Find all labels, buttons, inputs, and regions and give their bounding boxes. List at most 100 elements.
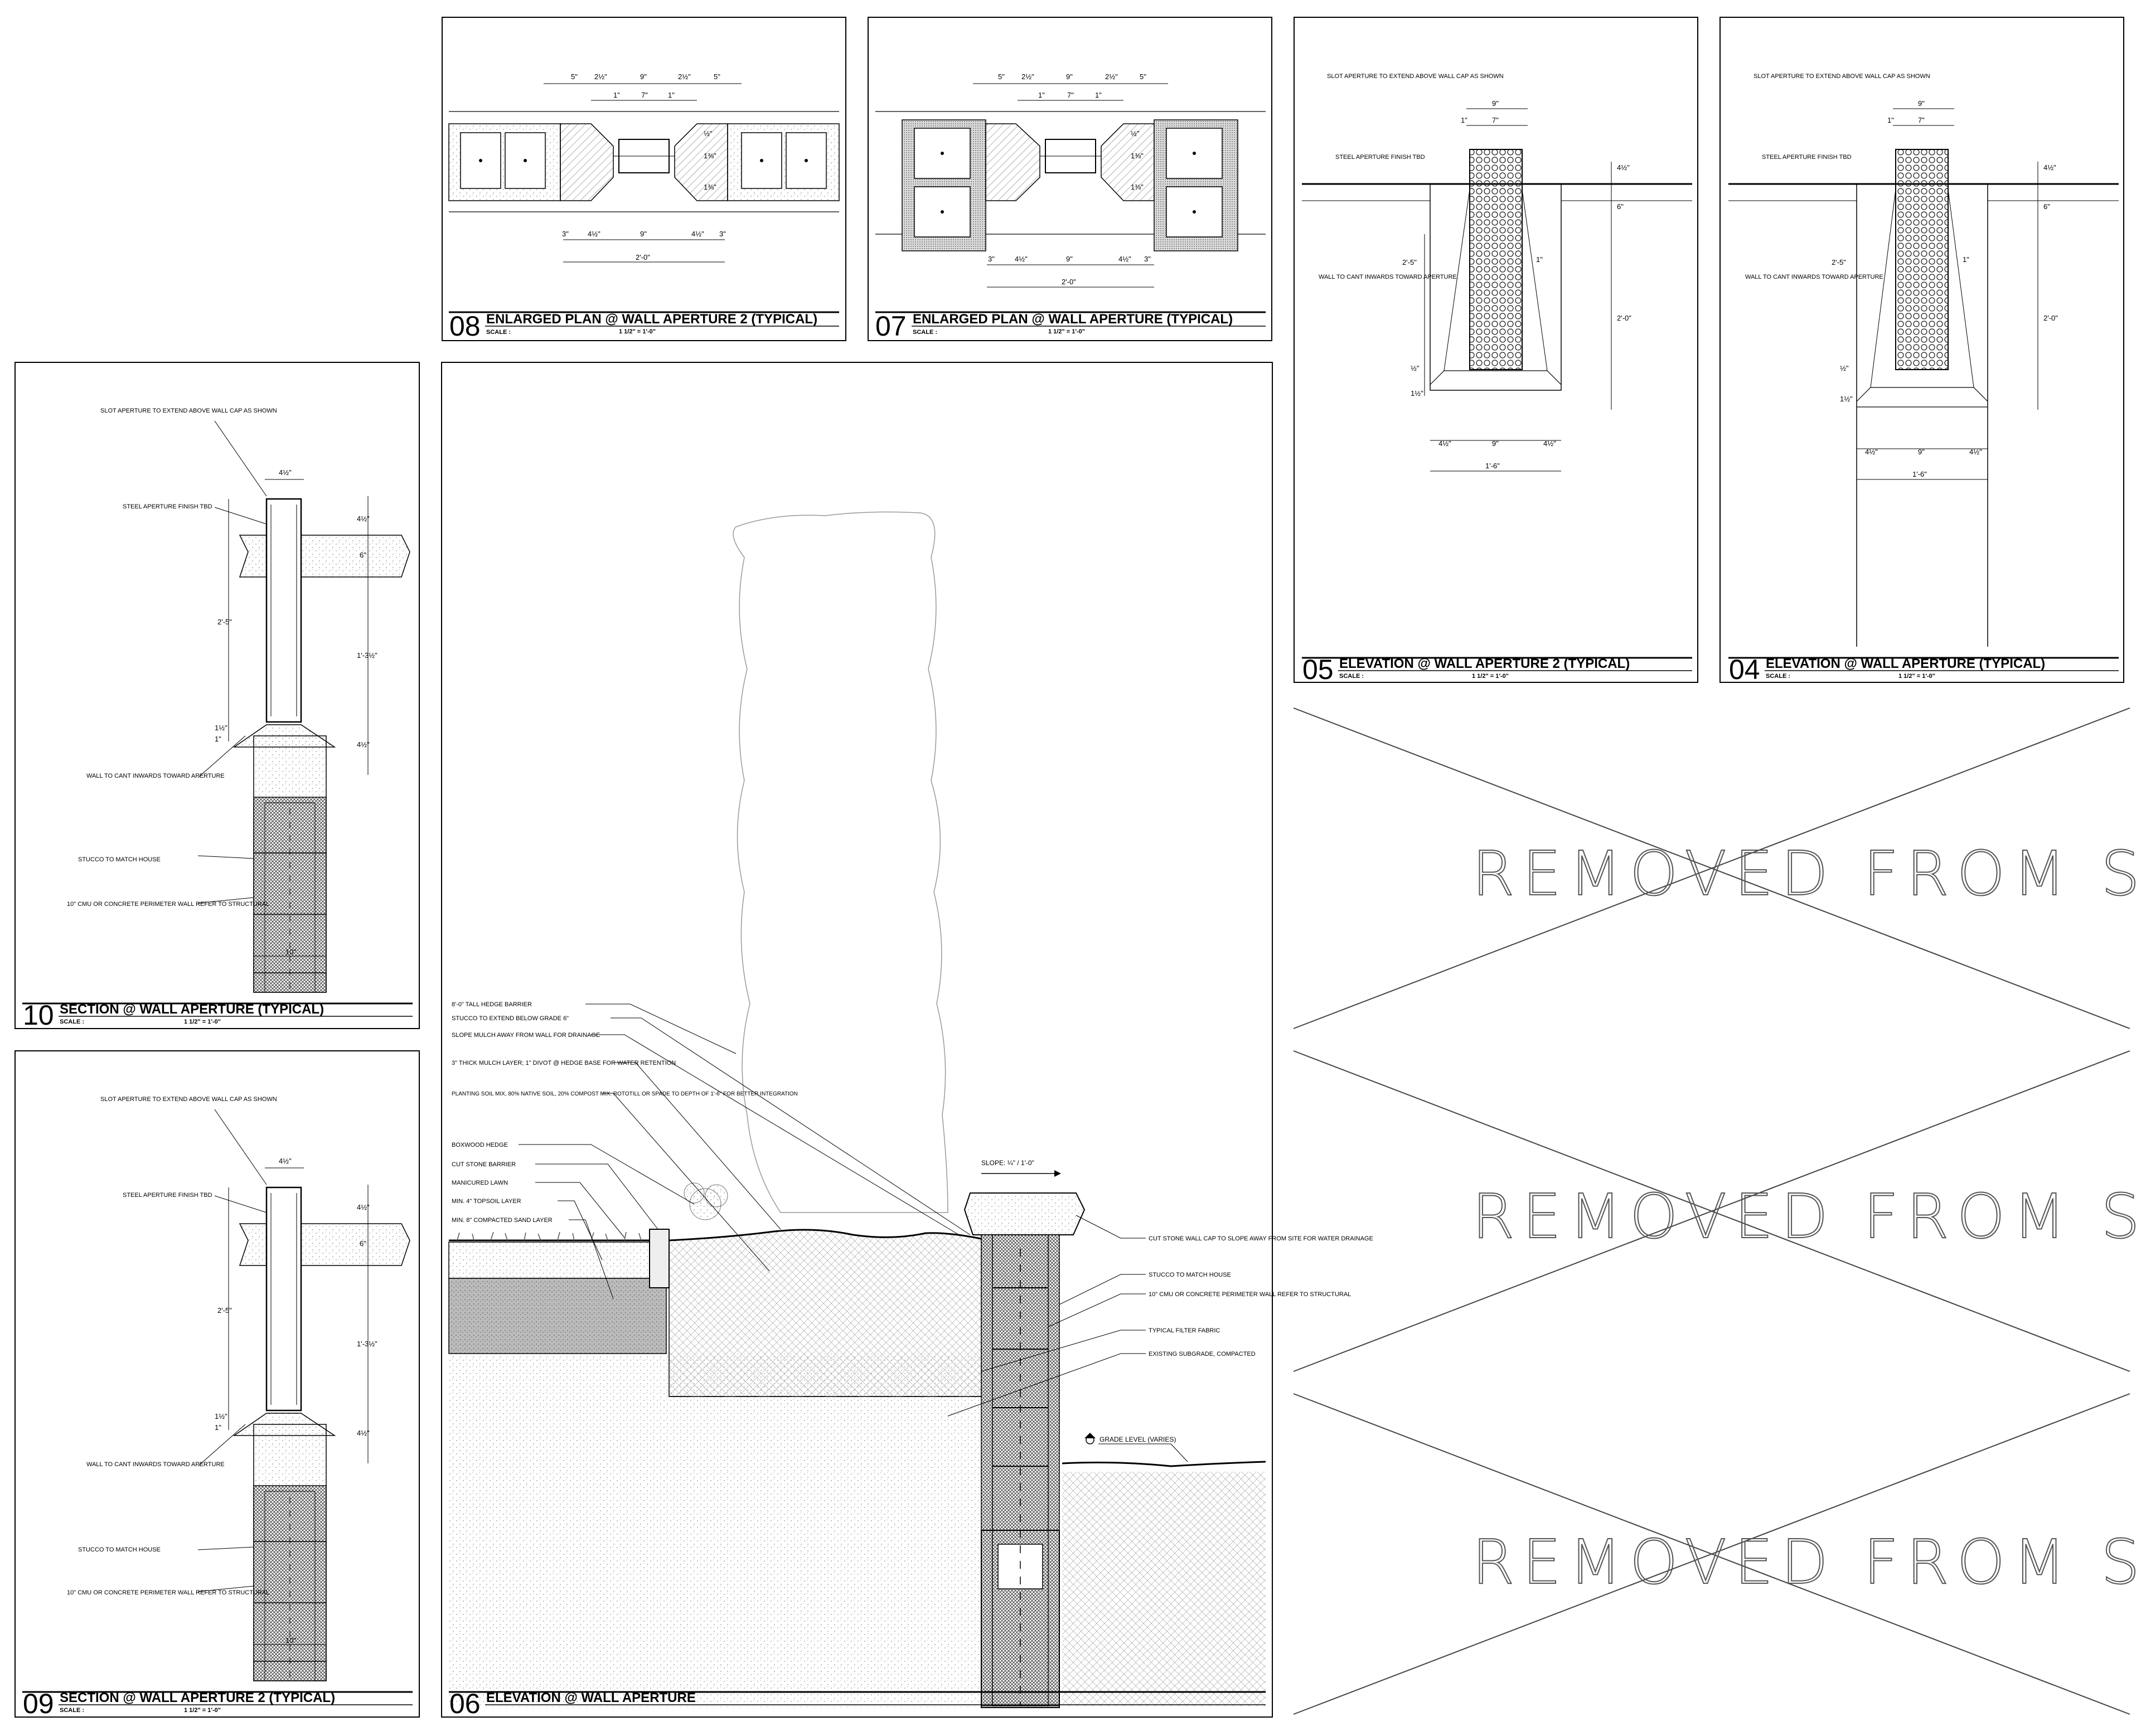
dim-left-3: 1½": [1840, 395, 1853, 403]
dim-right-2: 6": [1617, 202, 1624, 211]
label-wall-cant: WALL TO CANT INWARDS TOWARD APERTURE: [86, 773, 225, 779]
dim-l1: 2'-5": [217, 618, 232, 626]
removed-label: REMOVED FROM SET: [1472, 1181, 2141, 1252]
scale-label: SCALE :: [913, 329, 937, 336]
label-subgrade: EXISTING SUBGRADE, COMPACTED: [1149, 1351, 1256, 1357]
dim-left-2: ½": [1411, 364, 1420, 372]
label-cut-stone: CUT STONE BARRIER: [452, 1161, 516, 1168]
dim-bot-4: 4½": [691, 230, 704, 238]
dim-top2-1: 1": [613, 91, 620, 99]
dim-r2: 6": [360, 1239, 366, 1248]
dim-right-3: 1⅜": [1131, 183, 1144, 191]
panel-05-elevation: SLOT APERTURE TO EXTEND ABOVE WALL CAP A…: [1294, 17, 1698, 685]
dim-right-3: 2'-0": [2043, 314, 2058, 322]
label-sand: MIN. 8" COMPACTED SAND LAYER: [452, 1217, 553, 1224]
dim-bot-4: 4½": [1118, 255, 1131, 263]
scale-value: 1 1/2" = 1'-0": [1898, 673, 1935, 680]
scale-value: 1 1/2" = 1'-0": [619, 328, 656, 335]
dim-wall: 10": [285, 948, 296, 956]
label-stucco: STUCCO TO MATCH HOUSE: [78, 856, 161, 863]
label-wall-cant: WALL TO CANT INWARDS TOWARD APERTURE: [1319, 274, 1457, 280]
dim-bot-3: 9": [640, 230, 647, 238]
dim-left-2: ½": [1840, 364, 1849, 372]
label-boxwood: BOXWOOD HEDGE: [452, 1142, 508, 1148]
dim-l2: 1½": [215, 724, 227, 732]
dim-top-4: 2½": [1105, 72, 1118, 81]
dim-top-4: 2½": [678, 72, 691, 81]
dim-r2: 6": [360, 551, 366, 559]
label-steel-aperture: STEEL APERTURE FINISH TBD: [123, 1192, 212, 1199]
dim-top-1: 5": [571, 72, 578, 81]
label-stucco: STUCCO TO MATCH HOUSE: [78, 1546, 161, 1553]
panel-08-enlarged-plan: 5" 2½" 9" 2½" 5" 1" 7" 1" 3" 4½" 9" 4½" …: [442, 17, 846, 342]
dim-bot-1: 3": [562, 230, 569, 238]
dim-bot-1: 4½": [1438, 439, 1451, 448]
label-steel-aperture: STEEL APERTURE FINISH TBD: [1762, 154, 1852, 161]
label-cmu-wall: 10" CMU OR CONCRETE PERIMETER WALL REFER…: [67, 901, 269, 908]
dim-bot-5: 3": [719, 230, 726, 238]
label-hedge-barrier: 8'-0" TALL HEDGE BARRIER: [452, 1001, 532, 1008]
dim-right-3: 2'-0": [1617, 314, 1631, 322]
panel-title: ELEVATION @ WALL APERTURE (TYPICAL): [1766, 656, 2045, 671]
dim-wall: 10": [285, 1636, 296, 1645]
panel-title: SECTION @ WALL APERTURE 2 (TYPICAL): [60, 1690, 335, 1705]
dim-top: 4½": [279, 1157, 292, 1165]
panel-number: 04: [1729, 654, 1760, 685]
removed-box-1: REMOVED FROM SET: [1293, 707, 2141, 1029]
dim-overall: 2'-0": [636, 253, 650, 261]
dim-bot-2: 4½": [1015, 255, 1028, 263]
panel-title: ENLARGED PLAN @ WALL APERTURE 2 (TYPICAL…: [486, 312, 817, 327]
dim-overall: 2'-0": [1062, 278, 1076, 286]
dim-overall: 1'-6": [1912, 470, 1927, 478]
dim-l3: 1": [215, 1423, 221, 1432]
dim-top-side: 1": [1887, 116, 1894, 124]
label-stucco-house: STUCCO TO MATCH HOUSE: [1149, 1272, 1231, 1278]
dim-top: 9": [1492, 99, 1499, 108]
dim-right-2: 1⅜": [1131, 152, 1144, 160]
dim-top: 9": [1918, 99, 1925, 108]
dim-r3: 1'-3½": [357, 651, 377, 660]
label-wall-cap: CUT STONE WALL CAP TO SLOPE AWAY FROM SI…: [1149, 1235, 1373, 1242]
label-steel-aperture: STEEL APERTURE FINISH TBD: [1335, 154, 1425, 161]
dim-top2-1: 1": [1038, 91, 1045, 99]
label-slot-aperture: SLOT APERTURE TO EXTEND ABOVE WALL CAP A…: [100, 408, 277, 414]
dim-left-4: 1": [1963, 255, 1969, 264]
label-slot-aperture: SLOT APERTURE TO EXTEND ABOVE WALL CAP A…: [1327, 73, 1504, 80]
scale-value: 1 1/2" = 1'-0": [184, 1019, 221, 1025]
dim-bot-2: 9": [1918, 448, 1925, 456]
dim-bot-1: 3": [988, 255, 995, 263]
label-wall-cant: WALL TO CANT INWARDS TOWARD APERTURE: [1745, 274, 1883, 280]
dim-bot-2: 4½": [588, 230, 600, 238]
dim-top-3: 9": [640, 72, 647, 81]
panel-title: ELEVATION @ WALL APERTURE: [486, 1690, 696, 1705]
scale-value: 1 1/2" = 1'-0": [184, 1707, 221, 1714]
dim-top2: 7": [1492, 116, 1499, 124]
dim-r4: 4½": [357, 740, 370, 749]
panel-04-elevation: SLOT APERTURE TO EXTEND ABOVE WALL CAP A…: [1719, 17, 2124, 685]
dim-right-2: 1⅜": [704, 152, 716, 160]
panel-06-elevation: SLOPE: ¼" / 1'-0" GRADE LEVEL (VARIES) 8…: [441, 362, 1373, 1719]
dim-right-1: 4½": [2043, 163, 2056, 172]
dim-bot-1: 4½": [1865, 448, 1878, 456]
removed-box-3: REMOVED FROM SET: [1293, 1393, 2141, 1715]
panel-number: 07: [875, 311, 907, 342]
dim-l3: 1": [215, 735, 221, 743]
label-stucco-grade: STUCCO TO EXTEND BELOW GRADE 6": [452, 1015, 569, 1022]
slope-note: SLOPE: ¼" / 1'-0": [981, 1159, 1034, 1167]
panel-title: ELEVATION @ WALL APERTURE 2 (TYPICAL): [1339, 656, 1630, 671]
dim-r4: 4½": [357, 1429, 370, 1437]
dim-top-2: 2½": [594, 72, 607, 81]
label-cmu-wall: 10" CMU OR CONCRETE PERIMETER WALL REFER…: [1149, 1291, 1351, 1298]
removed-label: REMOVED FROM SET: [1472, 838, 2141, 909]
panel-number: 08: [449, 311, 481, 342]
label-slope-mulch: SLOPE MULCH AWAY FROM WALL FOR DRAINAGE: [452, 1032, 600, 1039]
dim-top-1: 5": [998, 72, 1005, 81]
dim-bot-5: 3": [1144, 255, 1151, 263]
dim-right-1: ½": [1131, 129, 1140, 138]
dim-r3: 1'-3½": [357, 1340, 377, 1348]
dim-r1: 4½": [357, 515, 370, 523]
dim-top-3: 9": [1066, 72, 1073, 81]
dim-left-1: 2'-5": [1402, 258, 1417, 266]
scale-label: SCALE :: [1339, 673, 1364, 680]
dim-top2-3: 1": [668, 91, 675, 99]
